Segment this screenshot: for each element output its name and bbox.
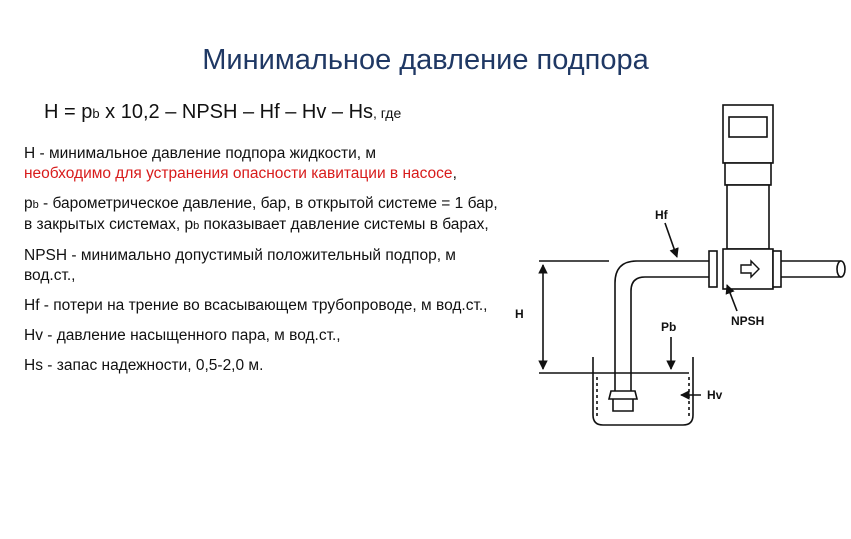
suction-elbow [614, 260, 646, 292]
npsh-arrow [725, 284, 738, 312]
definition-h: H - минимальное давление подпора жидкост… [24, 144, 504, 184]
definition-pb-prefix: p [24, 195, 33, 212]
suction-tank [592, 357, 694, 426]
definitions-list: H - минимальное давление подпора жидкост… [24, 144, 504, 386]
page-title: Минимальное давление подпора [202, 44, 649, 76]
definition-hs: Hs - запас надежности, 0,5-2,0 м. [24, 357, 264, 374]
discharge-pipe [781, 260, 841, 278]
discharge-pipe-end [836, 260, 846, 278]
npsh-formula: H = pb х 10,2 – NPSH – Hf – Hv – Hs, где [44, 101, 401, 124]
pump-suction-diagram: Hf H NPSH Pb Hv [515, 104, 846, 426]
formula-rhs: х 10,2 – NPSH – Hf – Hv – Hs [99, 101, 374, 123]
definition-pb-text2: показывает давление системы в барах, [199, 216, 489, 233]
definition-pb-subscript-2: b [193, 220, 200, 232]
discharge-flange [772, 250, 782, 288]
definition-pb: pb - барометрическое давление, бар, в от… [24, 194, 504, 236]
definition-hf: Hf - потери на трение во всасывающем тру… [24, 297, 488, 314]
label-npsh: NPSH [731, 314, 764, 328]
definition-h-line1: H - минимальное давление подпора жидкост… [24, 145, 377, 162]
pump-column [726, 184, 770, 250]
formula-lhs: H = p [44, 101, 93, 123]
suction-flange [708, 250, 718, 288]
label-hv: Hv [707, 388, 723, 402]
suction-pipe-horizontal [637, 260, 709, 278]
definition-pb-subscript: b [32, 199, 39, 211]
label-h: H [515, 307, 524, 321]
foot-valve [607, 390, 639, 412]
label-pb: Pb [661, 320, 676, 334]
definition-npsh: NPSH - минимально допустимый положительн… [24, 247, 456, 284]
motor-coupling [724, 162, 772, 186]
formula-where: , где [373, 105, 402, 121]
suction-pipe-vertical [614, 283, 632, 391]
label-hf: Hf [655, 208, 669, 222]
hf-arrow [664, 222, 679, 258]
motor-cap [728, 116, 768, 138]
definition-pb-text1: - барометрическое давление, бар, в откры… [24, 195, 498, 233]
definition-h-end: , [452, 165, 457, 182]
definition-hv: Hv - давление насыщенного пара, м вод.ст… [24, 327, 341, 344]
formula-lhs-subscript: b [92, 106, 100, 121]
flow-arrow-icon [740, 259, 760, 279]
definition-h-highlight: необходимо для устранения опасности кави… [24, 165, 453, 182]
